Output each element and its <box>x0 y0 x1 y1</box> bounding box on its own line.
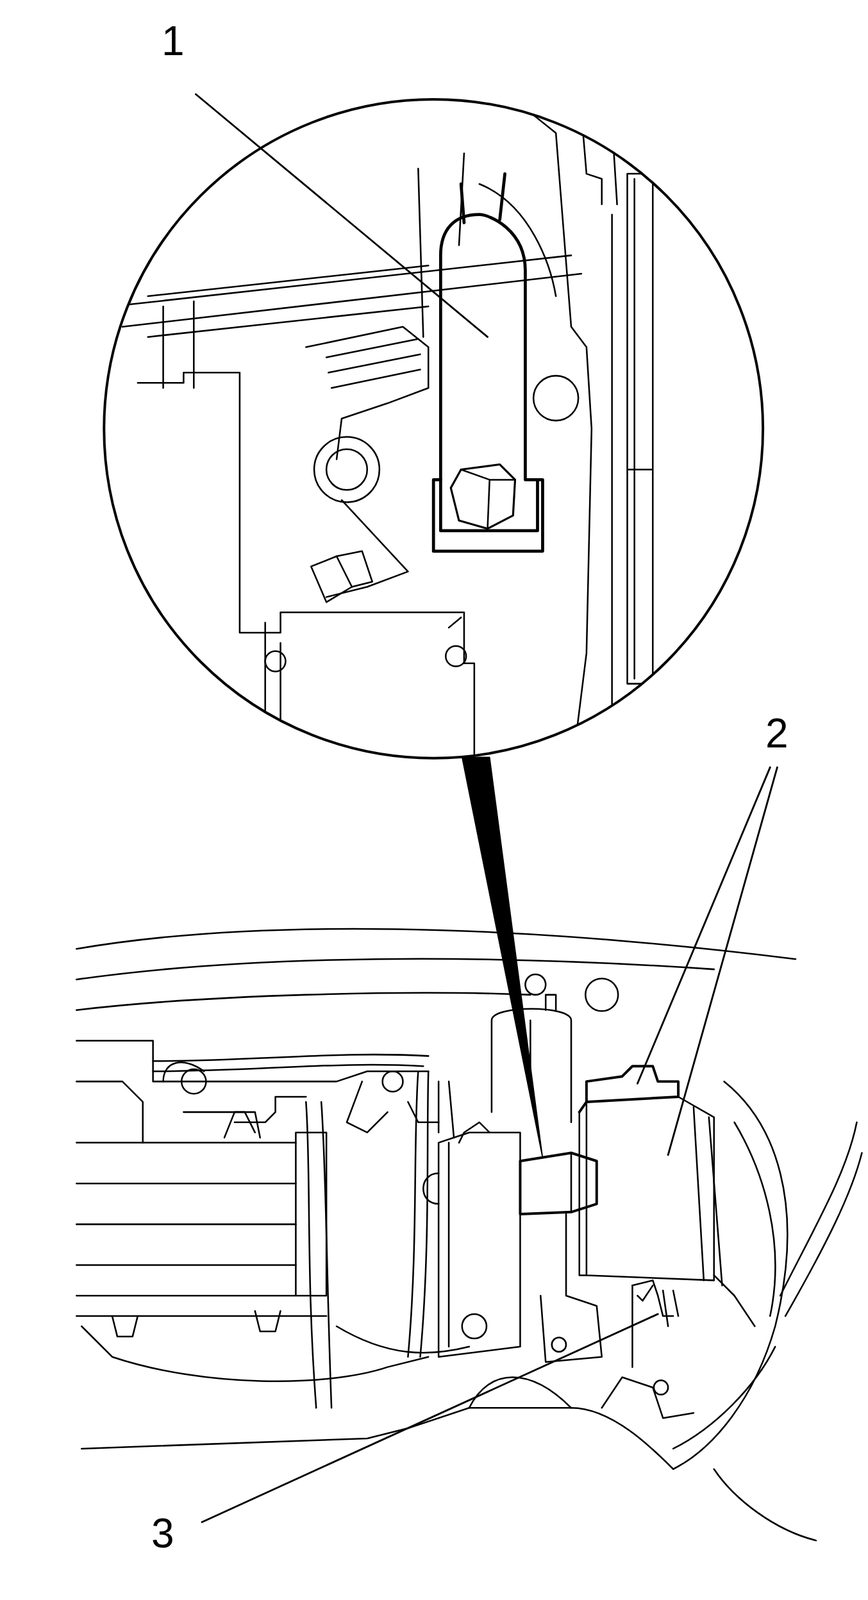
callout-number: 2 <box>762 712 792 754</box>
callout-number: 1 <box>158 20 188 62</box>
callout-number: 3 <box>148 1512 177 1554</box>
